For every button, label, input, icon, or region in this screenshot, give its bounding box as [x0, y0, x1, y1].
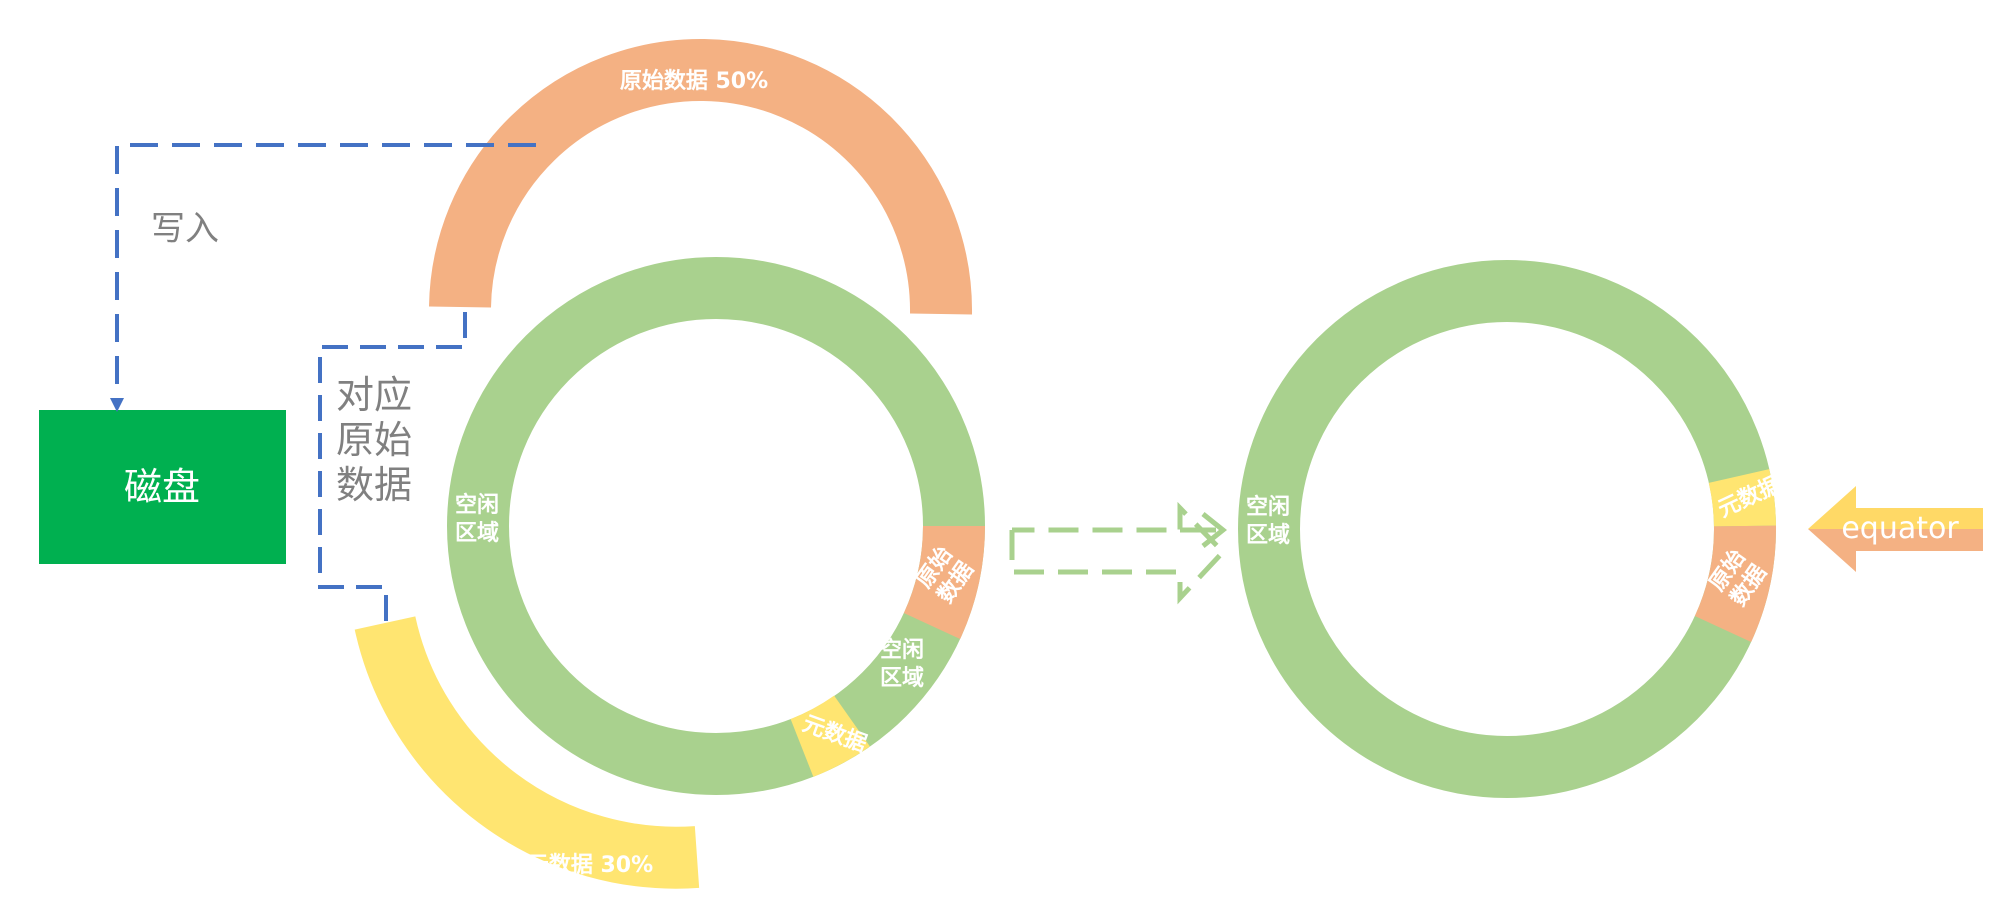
left-ring-free-bottom-label: 空闲区域: [880, 637, 924, 691]
original-data-arc-label: 原始数据 50%: [620, 68, 768, 94]
right-ring-meta-segment: [1708, 469, 1776, 528]
equator-arrow: [1808, 486, 1983, 572]
left-ring-meta-segment: [789, 695, 870, 777]
metadata-arc-label: 元数据 30%: [527, 852, 653, 878]
right-ring-free-left-line1: 空闲: [1246, 494, 1290, 520]
write-label: 写入: [151, 209, 219, 249]
transition-arrow: [1009, 512, 1228, 552]
equator-arrow-top: [1808, 486, 1983, 529]
left-ring-original-segment: [903, 525, 986, 640]
write-connector: [115, 143, 536, 405]
mapping-label-line3: 数据: [336, 463, 412, 507]
mapping-label-line1: 对应: [336, 373, 412, 417]
right-ring-original-segment: [1694, 525, 1776, 643]
right-ring-free-left-line2: 区域: [1246, 522, 1290, 548]
right-ring: [1238, 260, 1776, 798]
left-ring-free-bottom-line2: 区域: [880, 665, 924, 691]
equator-arrow-bottom: [1808, 529, 1983, 572]
write-arrowhead: [110, 398, 124, 412]
disk-box: [39, 410, 286, 564]
mapping-label-line2: 原始: [336, 418, 412, 462]
transition-arrow-outline: [1009, 501, 1227, 605]
left-ring-free-left-line1: 空闲: [455, 492, 499, 518]
left-ring: [447, 257, 986, 795]
disk-label: 磁盘: [124, 465, 200, 509]
metadata-arc: [354, 616, 700, 889]
mapping-label: 对应原始数据: [336, 373, 412, 507]
original-data-arc: [429, 38, 973, 315]
left-ring-free-area: [447, 257, 985, 795]
left-ring-free-left-label: 空闲区域: [455, 492, 499, 546]
equator-label: equator: [1841, 511, 1959, 546]
right-ring-free-area: [1238, 260, 1776, 798]
left-ring-free-bottom-line1: 空闲: [880, 637, 924, 663]
left-ring-free-left-line2: 区域: [455, 520, 499, 546]
right-ring-free-left-label: 空闲区域: [1246, 494, 1290, 548]
